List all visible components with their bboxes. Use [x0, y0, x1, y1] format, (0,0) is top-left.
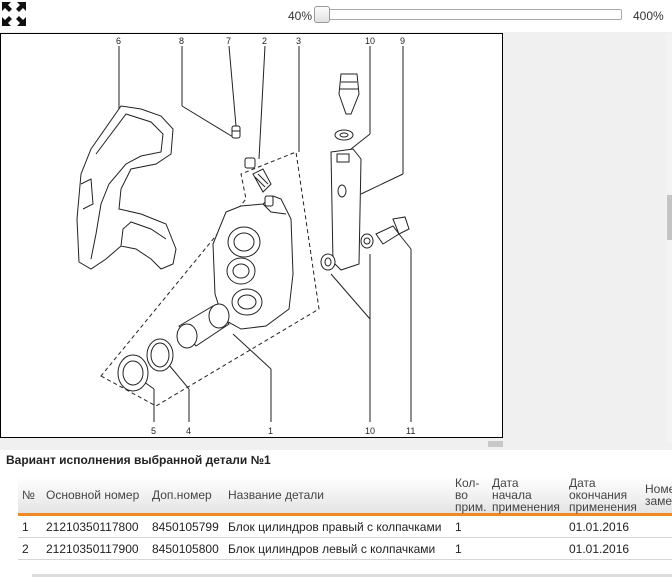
callout-8[interactable]: 8 [179, 36, 184, 46]
col-qty-line1: Кол- [455, 477, 480, 490]
cell-replacement [641, 514, 672, 538]
viewer-horizontal-scrollbar[interactable] [0, 440, 503, 448]
col-start-line1: Дата [492, 477, 519, 490]
diagram-viewport[interactable]: 6 8 7 2 3 10 9 5 4 1 10 11 [0, 33, 503, 438]
col-start-line2: начала [492, 488, 532, 502]
viewer-horizontal-scroll-thumb[interactable] [488, 441, 503, 447]
callout-4[interactable]: 4 [186, 426, 191, 436]
col-repl-line2: заме [645, 494, 672, 508]
col-num[interactable]: № [18, 477, 42, 516]
table-header-row: № Основной номер Доп.номер Название дета… [18, 477, 672, 516]
callout-10-top[interactable]: 10 [365, 36, 375, 46]
parts-diagram: 6 8 7 2 3 10 9 5 4 1 10 11 [76, 36, 415, 436]
zoom-slider-track[interactable] [318, 9, 622, 20]
col-end-line1: Дата [569, 477, 596, 490]
callout-11[interactable]: 11 [406, 426, 415, 436]
table-horizontal-scroll-thumb[interactable] [32, 574, 672, 577]
cell-name: Блок цилиндров левый с колпачками [224, 537, 451, 560]
col-qty-line2: во [455, 488, 468, 502]
cell-start [488, 514, 565, 538]
col-name[interactable]: Название детали [224, 477, 451, 516]
cell-num: 1 [18, 514, 42, 538]
callout-2[interactable]: 2 [262, 36, 267, 46]
table-row[interactable]: 1 21210350117800 8450105799 Блок цилиндр… [18, 514, 672, 538]
col-repl-line1: Номе [645, 482, 672, 496]
callout-6[interactable]: 6 [116, 36, 121, 46]
cell-end: 01.01.2016 [565, 537, 641, 560]
cell-replacement [641, 537, 672, 560]
col-end-line3: применения [569, 500, 637, 514]
cell-main-number: 21210350117900 [42, 537, 148, 560]
col-end-line2: окончания [569, 488, 628, 502]
variants-table-wrap: № Основной номер Доп.номер Название дета… [18, 477, 672, 565]
col-extra-number[interactable]: Доп.номер [148, 477, 224, 516]
variants-table: № Основной номер Доп.номер Название дета… [18, 477, 672, 560]
cell-extra-number: 8450105800 [148, 537, 224, 560]
expand-icon[interactable] [2, 2, 26, 26]
callout-10-bottom[interactable]: 10 [365, 426, 375, 436]
zoom-slider-thumb[interactable] [314, 6, 330, 23]
cell-qty: 1 [451, 537, 488, 560]
variant-heading: Вариант исполнения выбранной детали №1 [6, 453, 271, 467]
callout-7[interactable]: 7 [226, 36, 231, 46]
zoom-max-label: 400% [633, 9, 664, 23]
page-vertical-scroll-thumb[interactable] [667, 195, 672, 240]
cell-end: 01.01.2016 [565, 514, 641, 538]
cell-name: Блок цилиндров правый с колпачками [224, 514, 451, 538]
callout-9[interactable]: 9 [400, 36, 405, 46]
table-row[interactable]: 2 21210350117900 8450105800 Блок цилиндр… [18, 537, 672, 560]
zoom-min-label: 40% [288, 9, 313, 23]
cell-num: 2 [18, 537, 42, 560]
col-start-line3: применения [492, 500, 560, 514]
callout-3[interactable]: 3 [296, 36, 301, 46]
col-qty-line3: прим. [455, 500, 487, 514]
cell-extra-number: 8450105799 [148, 514, 224, 538]
cell-start [488, 537, 565, 560]
callout-1[interactable]: 1 [268, 426, 273, 436]
cell-main-number: 21210350117800 [42, 514, 148, 538]
cell-qty: 1 [451, 514, 488, 538]
callout-5[interactable]: 5 [151, 426, 156, 436]
col-main-number[interactable]: Основной номер [42, 477, 148, 516]
